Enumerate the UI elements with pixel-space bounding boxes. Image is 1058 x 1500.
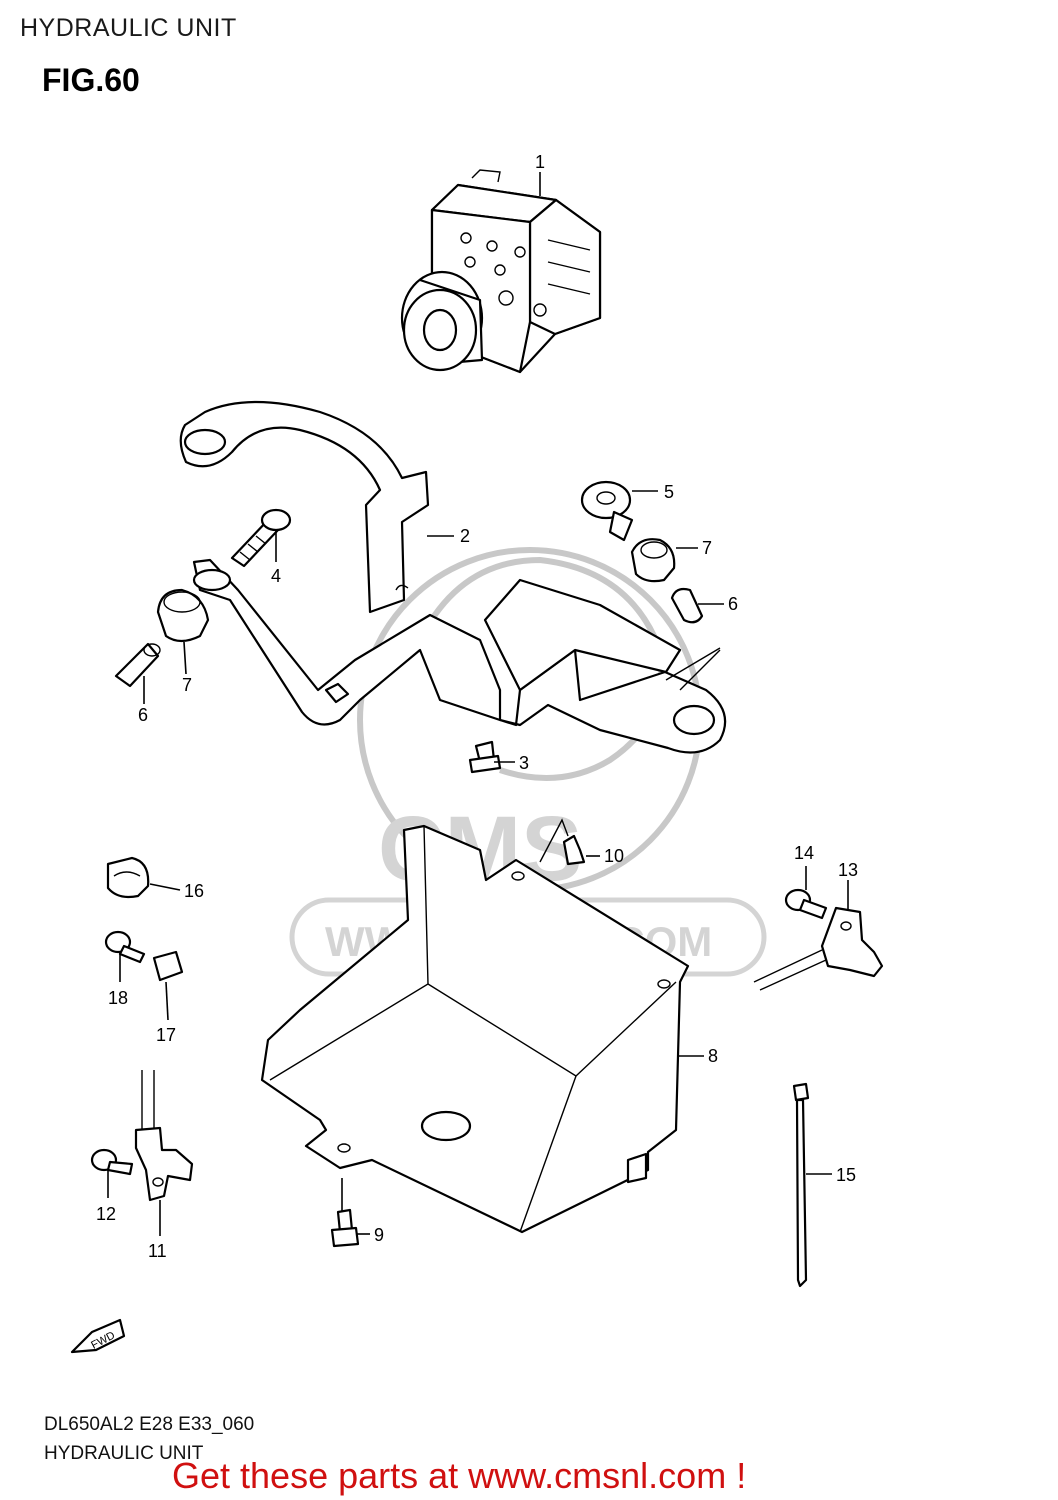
diagram-code: DL650AL2 E28 E33_060 [44, 1414, 255, 1435]
callout-6-right: 6 [728, 594, 738, 614]
part-17-clip[interactable] [152, 950, 184, 982]
callout-1: 1 [535, 152, 545, 172]
part-11-sensor[interactable] [134, 1070, 194, 1202]
callout-15: 15 [836, 1165, 856, 1185]
callout-7-left: 7 [182, 675, 192, 695]
part-5-bolt[interactable] [580, 480, 634, 542]
part-18-bolt[interactable] [104, 930, 146, 964]
part-15-cable-tie[interactable] [792, 1082, 810, 1288]
part-9-bolt[interactable] [330, 1208, 360, 1248]
callout-6-left: 6 [138, 705, 148, 725]
callout-3: 3 [519, 753, 529, 773]
callout-17: 17 [156, 1025, 176, 1045]
callout-5: 5 [664, 482, 674, 502]
part-7-grommet-right[interactable] [630, 538, 676, 583]
callout-2: 2 [460, 526, 470, 546]
callout-13: 13 [838, 860, 858, 880]
part-16-clamp[interactable] [106, 856, 150, 899]
callout-16: 16 [184, 881, 204, 901]
callout-4: 4 [271, 566, 281, 586]
part-2-bracket[interactable] [179, 400, 727, 754]
part-8-tray[interactable] [260, 824, 690, 1234]
callout-18: 18 [108, 988, 128, 1008]
callout-10: 10 [604, 846, 624, 866]
callout-14: 14 [794, 843, 814, 863]
fwd-arrow-icon: FWD [70, 1318, 126, 1354]
callout-8: 8 [708, 1046, 718, 1066]
part-6-collar-left[interactable] [114, 642, 161, 688]
part-12-bolt[interactable] [90, 1148, 134, 1176]
part-3-bolt[interactable] [468, 740, 502, 774]
callout-7-right: 7 [702, 538, 712, 558]
promo-link[interactable]: Get these parts at www.cmsnl.com ! [172, 1455, 747, 1496]
figure-label: FIG.60 [42, 62, 140, 98]
part-7-grommet-left[interactable] [156, 588, 210, 643]
part-6-collar-right[interactable] [670, 587, 704, 624]
callout-12: 12 [96, 1204, 116, 1224]
leader-lines [107, 172, 849, 1236]
part-13-sensor[interactable] [753, 906, 884, 991]
part-1-hydraulic-unit[interactable] [400, 169, 602, 374]
callout-11: 11 [148, 1241, 167, 1261]
callout-9: 9 [374, 1225, 384, 1245]
part-4-bolt[interactable] [230, 508, 292, 568]
part-14-bolt[interactable] [784, 888, 828, 920]
page-title: HYDRAULIC UNIT [20, 14, 237, 42]
part-10-clip[interactable] [562, 834, 586, 866]
footer-title: HYDRAULIC UNIT [44, 1443, 204, 1464]
